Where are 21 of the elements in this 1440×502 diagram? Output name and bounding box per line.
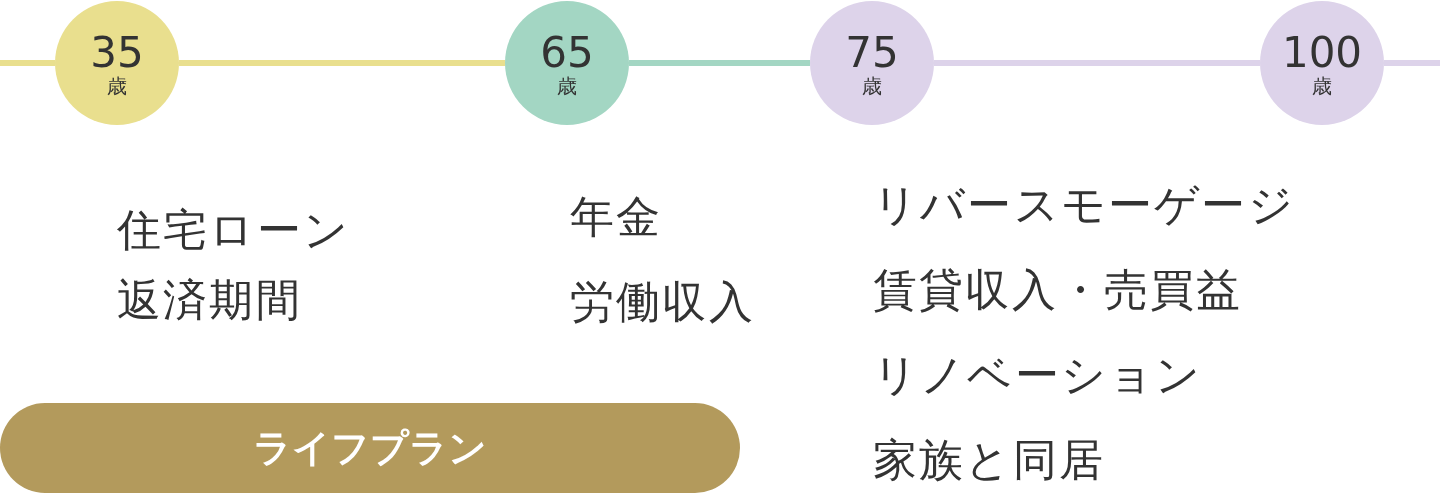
timeline-line (0, 60, 55, 66)
timeline-note: 労働収入 (570, 275, 755, 329)
age-unit: 歳 (1312, 73, 1332, 99)
timeline-note: 家族と同居 (873, 433, 1105, 487)
timeline-line (934, 60, 1260, 66)
age-unit: 歳 (107, 73, 127, 99)
age-number: 75 (845, 31, 899, 74)
timeline-note: リバースモーゲージ (873, 178, 1295, 232)
age-unit: 歳 (862, 73, 882, 99)
age-number: 65 (540, 31, 594, 74)
timeline-line (629, 60, 810, 66)
timeline-note: 住宅ローン返済期間 (117, 203, 351, 327)
title-pill: ライフプラン (0, 403, 740, 493)
timeline-line (1384, 60, 1440, 66)
timeline-note: 年金 (570, 190, 663, 244)
timeline-note: リノベーション (873, 348, 1203, 402)
age-number: 35 (90, 31, 144, 74)
timeline-line (179, 60, 505, 66)
age-unit: 歳 (557, 73, 577, 99)
age-number: 100 (1281, 31, 1363, 74)
timeline-note: 賃貸収入・売買益 (873, 263, 1243, 317)
